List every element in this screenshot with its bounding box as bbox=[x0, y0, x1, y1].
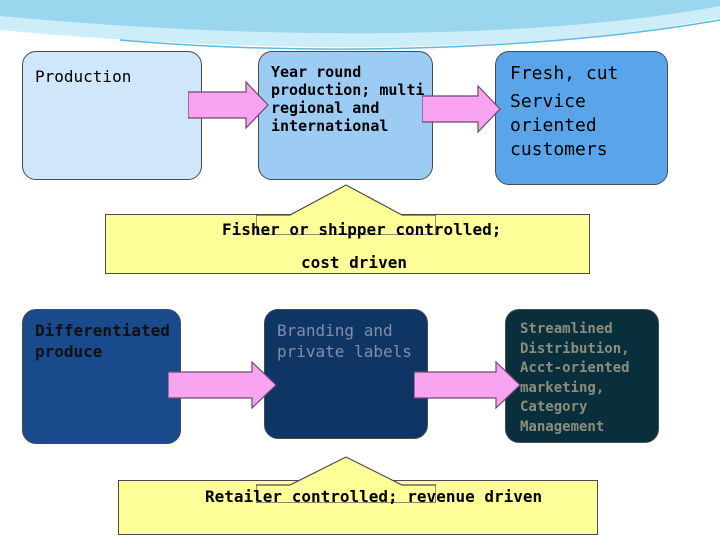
branding-label: Branding and private labels bbox=[277, 321, 412, 361]
retailer-label: Retailer controlled; revenue driven bbox=[205, 487, 543, 506]
service-label: Service oriented customers bbox=[510, 91, 608, 160]
arrow-up-icon bbox=[256, 456, 436, 503]
arrow-right-icon bbox=[414, 360, 521, 410]
arrow-right-icon bbox=[168, 360, 277, 410]
header-wave-decoration bbox=[0, 0, 720, 50]
differentiated-produce-box: Differentiated produce bbox=[22, 309, 181, 444]
fisher-shipper-line1: Fisher or shipper controlled; bbox=[222, 220, 502, 239]
fisher-shipper-line2: cost driven bbox=[301, 253, 407, 272]
year-round-box: Year round production; multi regional an… bbox=[258, 51, 433, 180]
streamlined-box: Streamlined Distribution, Acct-oriented … bbox=[505, 309, 659, 443]
fresh-cut-box: Fresh, cut Service oriented customers bbox=[495, 51, 668, 185]
branding-box: Branding and private labels bbox=[264, 309, 428, 439]
arrow-right-icon bbox=[188, 80, 269, 130]
arrow-up-icon bbox=[256, 184, 436, 235]
year-round-label: Year round production; multi regional an… bbox=[271, 63, 425, 135]
production-label: Production bbox=[35, 67, 132, 86]
fresh-cut-label: Fresh, cut bbox=[510, 63, 619, 84]
differentiated-produce-label: Differentiated produce bbox=[35, 321, 170, 361]
arrow-right-icon bbox=[422, 84, 501, 134]
streamlined-label: Streamlined Distribution, Acct-oriented … bbox=[520, 321, 630, 435]
production-box: Production bbox=[22, 51, 202, 180]
